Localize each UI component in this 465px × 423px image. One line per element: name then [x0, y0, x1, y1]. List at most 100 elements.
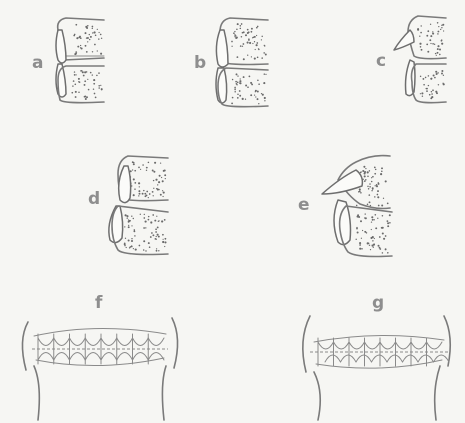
stipple-dot: [387, 203, 389, 205]
stipple-dot: [138, 195, 139, 196]
stipple-dot: [148, 162, 150, 164]
stipple-dot: [234, 91, 236, 93]
stipple-dot: [101, 38, 102, 39]
panel-d-tooth-upper: [119, 166, 131, 203]
stipple-dot: [95, 97, 97, 99]
stipple-dot: [371, 221, 372, 222]
stipple-dot: [143, 240, 145, 242]
stipple-dot: [88, 89, 90, 91]
stipple-dot: [374, 238, 375, 239]
stipple-dot: [239, 90, 241, 92]
stipple-dot: [128, 225, 129, 226]
upper-tooth: [117, 338, 133, 346]
stipple-dot: [387, 220, 389, 222]
stipple-dot: [441, 40, 443, 42]
stipple-dot: [159, 175, 161, 177]
stipple-dot: [98, 32, 99, 33]
stipple-dot: [261, 39, 262, 40]
stipple-dot: [371, 229, 372, 230]
stipple-dot: [369, 183, 371, 185]
stipple-dot: [437, 33, 439, 35]
stipple-dot: [436, 55, 437, 56]
stipple-dot: [87, 41, 88, 42]
stipple-dot: [245, 99, 246, 100]
stipple-dot: [264, 45, 265, 46]
stipple-dot: [124, 245, 126, 247]
stipple-dot: [368, 188, 370, 190]
stipple-dot: [443, 30, 444, 31]
stipple-dot: [143, 190, 144, 191]
upper-tooth: [427, 342, 443, 349]
stipple-dot: [377, 196, 379, 198]
stipple-dot: [375, 169, 377, 171]
stipple-dot: [385, 248, 387, 250]
stipple-dot: [431, 91, 432, 92]
stipple-dot: [264, 97, 266, 99]
stipple-dot: [142, 164, 144, 166]
stipple-dot: [93, 83, 95, 85]
stipple-dot: [376, 185, 378, 187]
stipple-dot: [134, 188, 136, 190]
stipple-dot: [383, 198, 384, 199]
stipple-dot: [435, 53, 436, 54]
stipple-dot: [426, 35, 428, 37]
stipple-dot: [71, 92, 73, 94]
stipple-dot: [133, 178, 135, 180]
stipple-dot: [431, 78, 432, 79]
panel-e-label: e: [298, 195, 310, 215]
stipple-dot: [133, 230, 135, 232]
upper-tooth: [101, 338, 117, 346]
stipple-dot: [237, 97, 239, 99]
stipple-dot: [439, 49, 441, 51]
stipple-dot: [152, 170, 154, 172]
stipple-dot: [255, 49, 256, 50]
stipple-dot: [126, 247, 127, 248]
stipple-dot: [368, 242, 370, 244]
stipple-dot: [96, 75, 98, 77]
stipple-dot: [74, 74, 76, 76]
stipple-dot: [440, 29, 441, 30]
panel-b: b: [194, 18, 268, 107]
stipple-dot: [146, 191, 148, 193]
stipple-dot: [430, 24, 431, 25]
stipple-dot: [153, 188, 154, 189]
stipple-dot: [241, 23, 243, 25]
stipple-dot: [231, 102, 233, 104]
lower-tooth: [403, 355, 419, 362]
stipple-dot: [154, 220, 156, 222]
stipple-dot: [87, 25, 88, 26]
stipple-dot: [86, 51, 88, 53]
stipple-dot: [240, 28, 242, 30]
stipple-dot: [134, 182, 136, 184]
stipple-dot: [373, 219, 374, 220]
stipple-dot: [162, 234, 164, 236]
stipple-dot: [153, 171, 155, 173]
stipple-dot: [84, 96, 86, 98]
stipple-dot: [425, 77, 427, 79]
stipple-dot: [355, 239, 356, 240]
stipple-dot: [127, 218, 128, 219]
stipple-dot: [369, 186, 371, 188]
stipple-dot: [374, 173, 376, 175]
stipple-dot: [377, 194, 379, 196]
stipple-dot: [432, 33, 434, 35]
stipple-dot: [247, 55, 248, 56]
stipple-dot: [144, 214, 145, 215]
stipple-dot: [98, 85, 100, 87]
stipple-dot: [359, 190, 361, 192]
stipple-dot: [366, 232, 367, 233]
stipple-dot: [93, 88, 94, 89]
stipple-dot: [131, 240, 133, 242]
stipple-dot: [249, 42, 251, 44]
stipple-dot: [149, 193, 151, 195]
panel-d: d: [88, 156, 168, 255]
stipple-dot: [157, 226, 159, 228]
lower-tooth: [133, 353, 149, 361]
stipple-dot: [126, 215, 128, 217]
stipple-dot: [236, 84, 237, 85]
stipple-dot: [124, 243, 126, 245]
stipple-dot: [364, 231, 366, 233]
stipple-dot: [84, 71, 86, 73]
stipple-dot: [93, 79, 95, 81]
panel-c-label: c: [376, 51, 386, 71]
